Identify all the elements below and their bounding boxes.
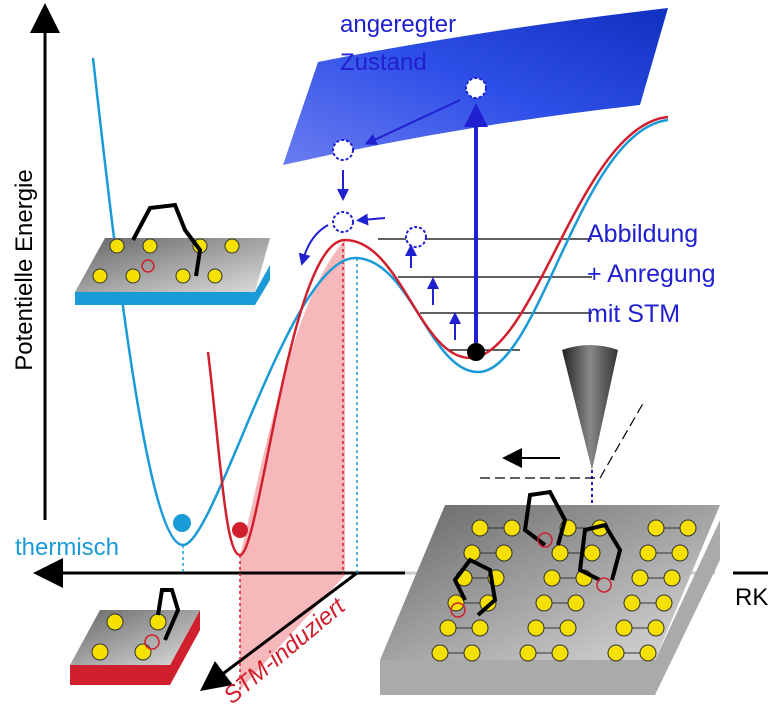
atom	[567, 594, 585, 612]
atom	[647, 519, 665, 537]
atom	[607, 644, 625, 662]
excited-circle	[465, 77, 487, 99]
atom	[495, 544, 513, 562]
stm-label-2: + Anregung	[587, 260, 716, 288]
atom	[663, 569, 681, 587]
atom	[583, 544, 601, 562]
stm-label-1: Abbildung	[587, 220, 698, 248]
y-axis-label: Potentielle Energie	[11, 169, 38, 370]
thermal-state-dot	[173, 514, 191, 532]
stm-tip	[562, 345, 618, 470]
stm-shaded-region	[240, 240, 345, 690]
atom	[559, 619, 577, 637]
thermal-surface	[75, 202, 270, 305]
stm-axis	[200, 571, 358, 692]
atom	[639, 644, 657, 662]
excited-label-2: Zustand	[340, 49, 427, 76]
atom	[671, 544, 689, 562]
stm-surface	[70, 588, 200, 685]
atom	[527, 619, 545, 637]
ground-state-dot	[467, 343, 485, 361]
atom	[543, 569, 561, 587]
level-circle	[405, 226, 427, 248]
stm-state-dot	[232, 522, 248, 538]
atom	[471, 619, 489, 637]
stm-curve	[206, 115, 669, 557]
scan-guide	[599, 399, 646, 479]
atom	[679, 519, 697, 537]
atom	[551, 644, 569, 662]
atom	[463, 544, 481, 562]
relaxed-circle	[332, 139, 354, 161]
atom	[615, 619, 633, 637]
atom	[471, 519, 489, 537]
thermal-label: thermisch	[15, 534, 119, 561]
atom	[623, 594, 641, 612]
atom	[551, 544, 569, 562]
atom	[479, 594, 497, 612]
atom	[535, 594, 553, 612]
over-barrier-arrow	[298, 224, 329, 266]
relax-arrow	[364, 99, 461, 145]
atom	[431, 644, 449, 662]
atom	[647, 619, 665, 637]
atom	[655, 594, 673, 612]
atom	[463, 644, 481, 662]
left-arrow	[356, 213, 386, 226]
barrier-circle	[332, 211, 354, 233]
atom	[631, 569, 649, 587]
atom	[519, 644, 537, 662]
thermal-curve	[91, 57, 669, 547]
atom	[503, 519, 521, 537]
x-axis-label: RK	[735, 584, 768, 611]
molecule-surface	[380, 489, 720, 695]
atom	[439, 619, 457, 637]
stm-label-3: mit STM	[587, 300, 680, 328]
excited-label-1: angeregter	[340, 11, 456, 38]
atom	[639, 544, 657, 562]
